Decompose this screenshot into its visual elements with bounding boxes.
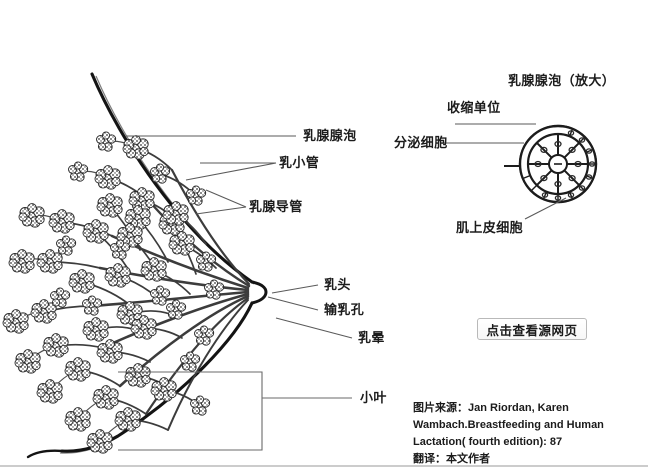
label-contractile-unit: 收缩单位 <box>447 100 501 115</box>
label-nipple: 乳头 <box>324 277 351 292</box>
leader-lines-nipple <box>267 284 353 339</box>
label-alveolus-enlarged-title: 乳腺腺泡（放大） <box>508 73 616 88</box>
leader-lines-left <box>126 135 296 215</box>
label-lobule: 小叶 <box>360 390 387 405</box>
image-source-citation: 图片来源：Jan Riordan, Karen Wambach.Breastfe… <box>413 400 645 468</box>
citation-line-1: 图片来源：Jan Riordan, Karen <box>413 402 569 414</box>
myoepithelial-nuclei <box>541 130 596 201</box>
label-mammary-alveoli: 乳腺腺泡 <box>303 128 357 143</box>
alveolus-detail <box>504 124 598 204</box>
label-secretory-cells: 分泌细胞 <box>394 135 448 150</box>
secretory-nuclei <box>534 140 582 188</box>
citation-line-4: 翻译：本文作者 <box>413 453 490 465</box>
alveolar-clusters <box>2 131 225 454</box>
citation-line-2: Wambach.Breastfeeding and Human <box>413 419 604 431</box>
citation-line-3: Lactation( fourth edition): 87 <box>413 436 563 448</box>
label-myoepithelial-cells: 肌上皮细胞 <box>456 220 524 235</box>
breast-outline <box>0 72 648 467</box>
label-areola: 乳晕 <box>358 330 385 345</box>
label-milk-pores: 输乳孔 <box>324 302 365 317</box>
leader-lines-right <box>441 123 567 220</box>
view-source-page-button[interactable]: 点击查看源网页 <box>477 318 587 340</box>
secretory-cells <box>528 134 588 194</box>
label-lactiferous-ductule: 乳小管 <box>279 155 320 170</box>
lobule-bracket <box>118 371 352 451</box>
label-mammary-duct: 乳腺导管 <box>249 199 303 214</box>
